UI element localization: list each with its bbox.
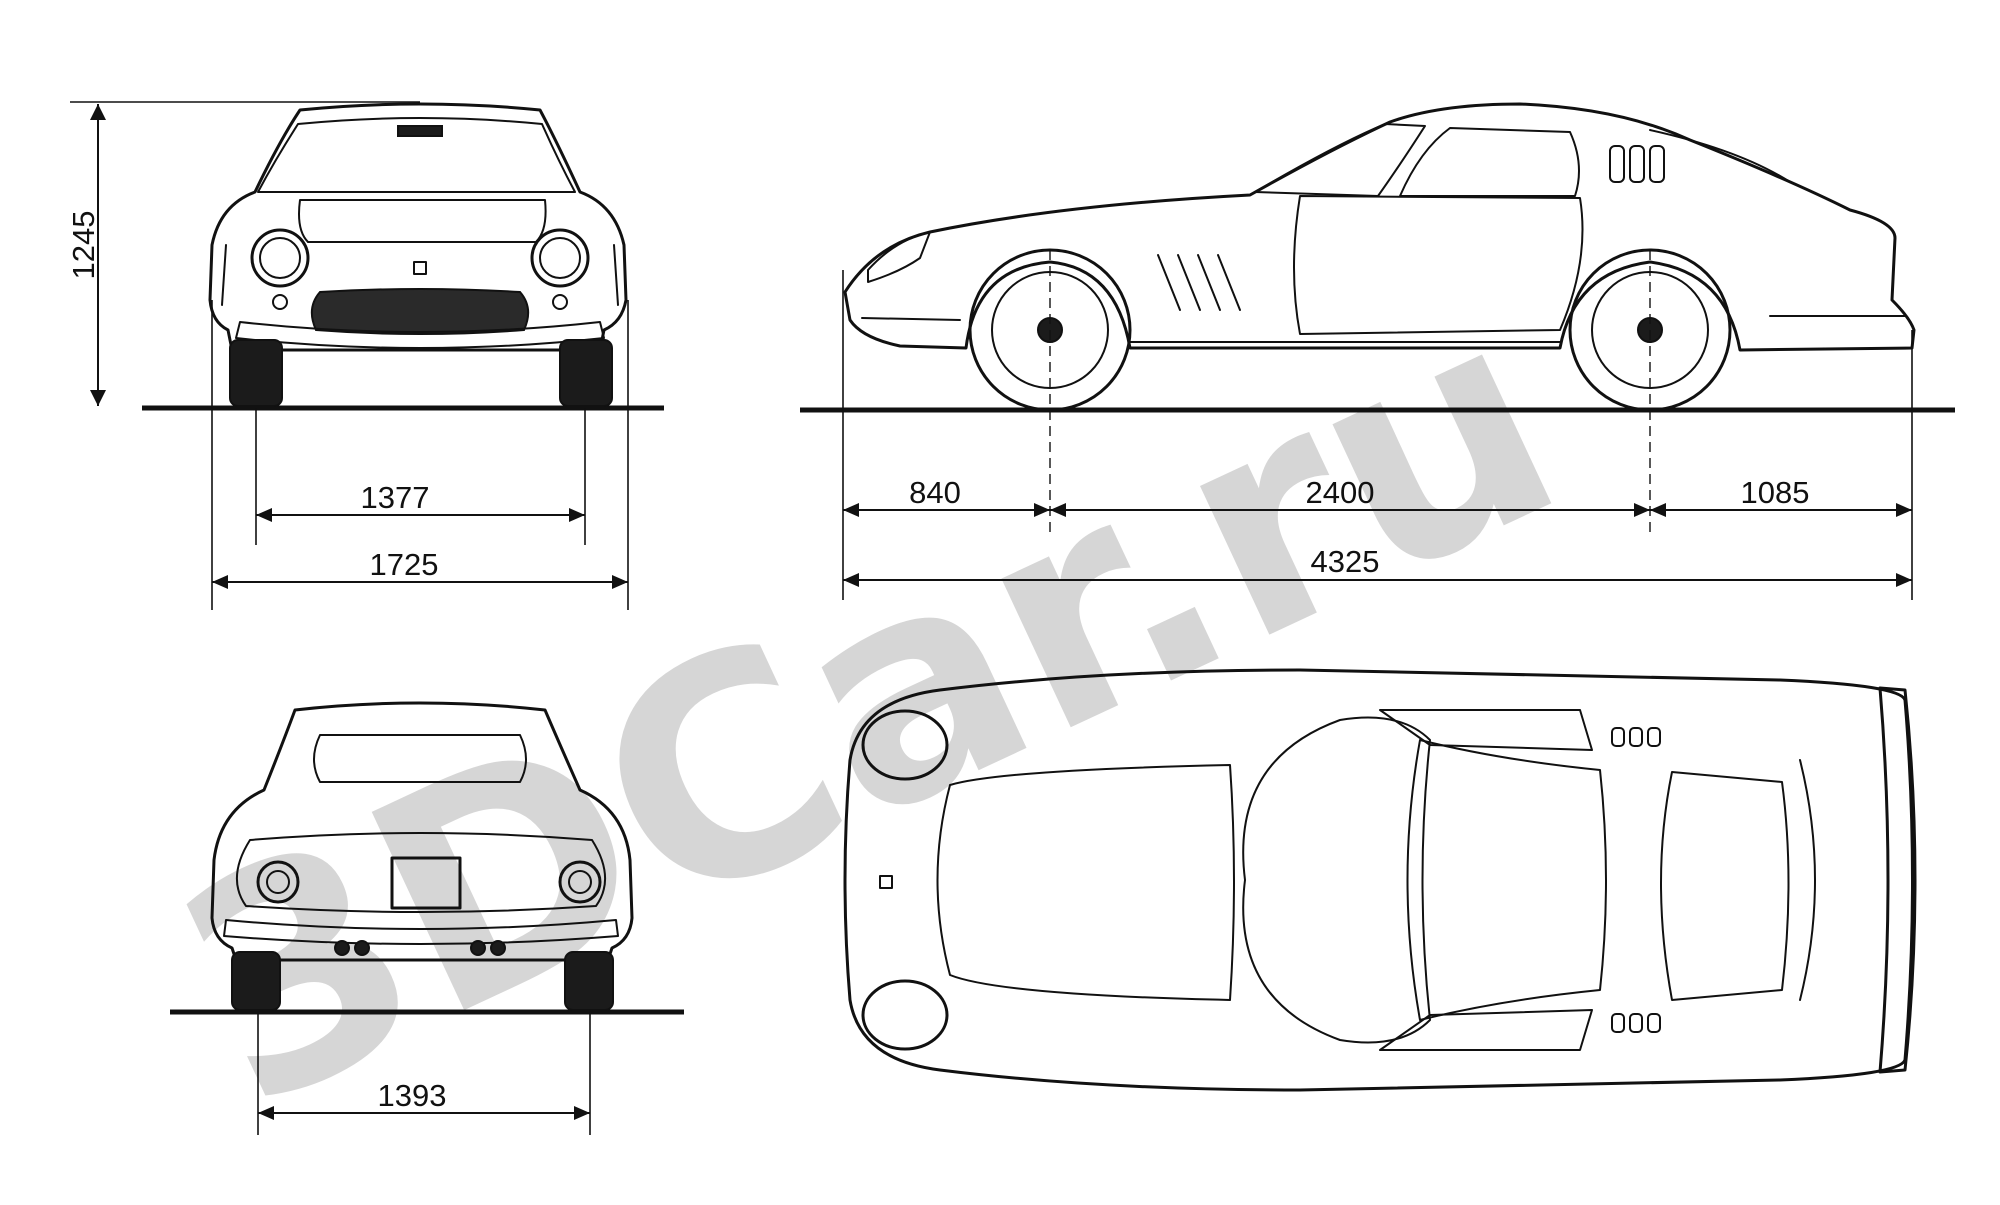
- fender-vent-3: [1197, 254, 1221, 311]
- rear-view: 1393: [170, 701, 684, 1135]
- length-arrow-right: [1896, 573, 1912, 587]
- front-overhang-arrow-left: [843, 503, 859, 517]
- wheelbase-arrow-right: [1634, 503, 1650, 517]
- rear-left-tyre: [231, 951, 281, 1011]
- watermark: 3DCar.ru: [133, 241, 1605, 1175]
- top-view-left-window: [1379, 709, 1593, 751]
- rear-track-label: 1393: [378, 1078, 447, 1113]
- top-view-right-window: [1379, 1009, 1593, 1051]
- top-view-bonnet: [936, 764, 1235, 1001]
- top-view-badge: [879, 875, 893, 889]
- front-bumper: [235, 321, 605, 349]
- top-view-windshield: [1242, 716, 1431, 1044]
- top-view-roof: [1406, 739, 1607, 1021]
- right-fog-light: [552, 294, 568, 310]
- side-view-side-window: [1399, 127, 1580, 197]
- front-overhang-arrow-right: [1034, 503, 1050, 517]
- width-arrow-left: [212, 575, 228, 589]
- right-headlight-lens: [539, 237, 581, 279]
- top-view-right-headlight: [861, 979, 949, 1051]
- front-view-body-outline: [208, 102, 628, 352]
- front-track-arrow-right: [569, 508, 585, 522]
- rear-view-rear-window: [313, 734, 527, 783]
- length-arrow-left: [843, 573, 859, 587]
- top-view-left-vent-3: [1647, 727, 1661, 747]
- quarter-vent-3: [1649, 145, 1665, 183]
- rear-right-tyre: [564, 951, 614, 1011]
- right-tail-light: [558, 860, 602, 904]
- side-view-door: [1293, 195, 1584, 335]
- top-view-right-vent-2: [1629, 1013, 1643, 1033]
- fender-vent-4: [1217, 254, 1241, 311]
- length-label: 4325: [1311, 544, 1380, 579]
- license-plate: [390, 856, 462, 910]
- rear-view-body-outline: [210, 701, 634, 962]
- front-view-windshield: [257, 117, 576, 193]
- side-view-rear-window: [1649, 129, 1791, 183]
- right-tail-light-inner: [568, 870, 592, 894]
- wheelbase-arrow-left: [1050, 503, 1066, 517]
- rear-overhang-label: 1085: [1741, 475, 1810, 510]
- top-view-right-vent-1: [1611, 1013, 1625, 1033]
- front-track-arrow-left: [256, 508, 272, 522]
- watermark-text: 3DCar.ru: [133, 241, 1605, 1175]
- front-view-hood-panel: [298, 199, 547, 243]
- fender-vent-2: [1177, 254, 1201, 311]
- front-badge: [413, 261, 427, 275]
- exhaust-2: [354, 940, 370, 956]
- rear-track-arrow-left: [258, 1106, 274, 1120]
- exhaust-3: [470, 940, 486, 956]
- rear-track-arrow-right: [574, 1106, 590, 1120]
- left-fog-light: [272, 294, 288, 310]
- top-view: [843, 668, 1917, 1092]
- top-view-rear-window: [1660, 771, 1790, 1001]
- quarter-vent-2: [1629, 145, 1645, 183]
- rear-overhang-arrow-left: [1650, 503, 1666, 517]
- rear-view-mirror: [397, 125, 443, 137]
- top-view-rear-deck: [1799, 759, 1816, 1001]
- front-overhang-label: 840: [909, 475, 961, 510]
- height-label: 1245: [66, 211, 101, 280]
- left-headlight: [250, 228, 310, 288]
- wheelbase-label: 2400: [1306, 475, 1375, 510]
- right-headlight: [530, 228, 590, 288]
- width-arrow-right: [612, 575, 628, 589]
- rear-view-tail-panel: [235, 832, 607, 913]
- front-right-fender-line: [613, 244, 619, 306]
- side-view-body-outline: [843, 102, 1916, 352]
- front-grille: [310, 288, 530, 335]
- front-view: 1245 1377 1725: [66, 101, 664, 610]
- exhaust-1: [334, 940, 350, 956]
- front-left-fender-line: [221, 244, 227, 306]
- top-view-left-vent-1: [1611, 727, 1625, 747]
- side-view-front-bumper: [861, 317, 961, 321]
- height-arrow-bottom: [90, 390, 106, 406]
- side-view-headlight: [867, 231, 931, 283]
- height-arrow-top: [90, 104, 106, 120]
- top-view-left-vent-2: [1629, 727, 1643, 747]
- side-view-windshield: [1254, 123, 1426, 197]
- top-view-right-vent-3: [1647, 1013, 1661, 1033]
- rear-overhang-arrow-right: [1896, 503, 1912, 517]
- exhaust-4: [490, 940, 506, 956]
- top-view-rear-bumper: [1878, 686, 1917, 1074]
- left-tail-light: [256, 860, 300, 904]
- front-left-tyre: [229, 339, 283, 407]
- quarter-vent-1: [1609, 145, 1625, 183]
- rear-bumper: [223, 919, 619, 945]
- fender-vent-1: [1157, 254, 1181, 311]
- width-label: 1725: [370, 547, 439, 582]
- left-tail-light-inner: [266, 870, 290, 894]
- left-headlight-lens: [259, 237, 301, 279]
- front-right-tyre: [559, 339, 613, 407]
- front-track-label: 1377: [361, 480, 430, 515]
- top-view-left-headlight: [861, 709, 949, 781]
- side-view: 840 2400 1085 4325: [800, 102, 1955, 600]
